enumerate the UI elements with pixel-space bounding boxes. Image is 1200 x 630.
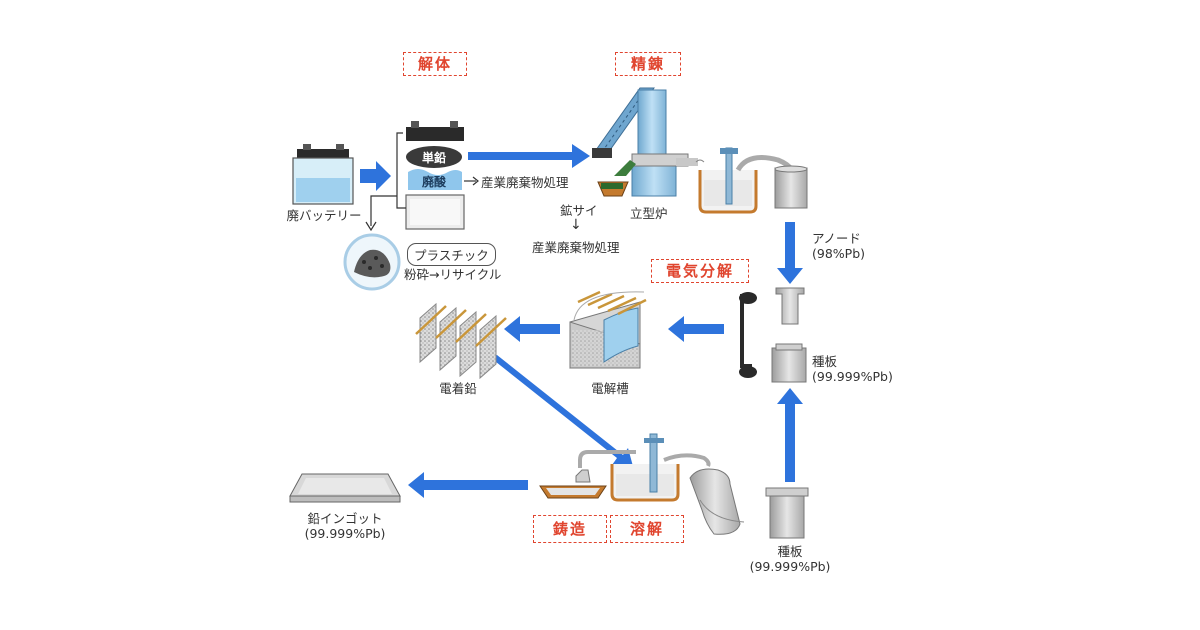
anode-melting-pot: [698, 147, 808, 214]
flow-arrows: [360, 144, 803, 498]
step-casting: 鋳造: [533, 515, 607, 543]
vertical-furnace-label: 立型炉: [630, 206, 668, 221]
arrow-to-electrolytic-cell: [668, 316, 724, 342]
seed-plate-top-label: 種板: [812, 354, 838, 369]
plastic-label: プラスチック: [407, 243, 496, 266]
seed-plate-sheet-illustration: [689, 468, 809, 539]
waste-acid-label: 廃酸: [421, 175, 446, 189]
step-melting: 溶解: [610, 515, 684, 543]
anode-label: アノード: [812, 231, 861, 246]
anode-purity-label: (98%Pb): [812, 246, 866, 261]
lead-ingot-illustration: [289, 473, 401, 503]
waste-battery-illustration: [292, 144, 354, 205]
single-lead-label: 単鉛: [421, 151, 446, 165]
arrow-lead-to-furnace: [468, 144, 590, 168]
seed-plate-top-purity-label: (99.999%Pb): [812, 369, 893, 384]
arrow-anode-down: [777, 222, 803, 284]
lead-ingot-label: 鉛インゴット: [307, 511, 383, 526]
seed-plate-bottom-purity-label: (99.999%Pb): [749, 559, 831, 574]
step-dismantle: 解体: [403, 52, 467, 76]
crushed-plastic-illustration: [343, 233, 401, 291]
electrolytic-cell-label: 電解槽: [591, 381, 629, 396]
casting-mold-illustration: [539, 469, 607, 499]
waste-battery-label: 廃バッテリー: [286, 208, 362, 223]
electrodeposited-lead-illustration: [415, 302, 507, 380]
seed-plate-bottom-label: 種板: [777, 544, 803, 559]
anode-and-seed-plates: [739, 287, 807, 383]
dismantled-parts: [365, 121, 479, 232]
industrial-waste-label-2: 産業廃棄物処理: [532, 240, 620, 255]
slag-label: 鉱サイ: [560, 203, 598, 218]
electrodeposited-lead-label: 電着鉛: [439, 381, 477, 396]
crush-recycle-label: 粉砕→リサイクル: [404, 267, 502, 282]
lead-ingot-purity-label: (99.999%Pb): [304, 526, 386, 541]
electrolytic-cell-illustration: [569, 290, 647, 369]
industrial-waste-label-1: 産業廃棄物処理: [481, 175, 569, 190]
arrow-to-electrodeposited-lead: [504, 316, 560, 342]
step-refine: 精錬: [615, 52, 681, 76]
down-arrow-glyph: ↓: [570, 217, 582, 233]
arrow-diagonal-to-melt: [491, 355, 634, 470]
step-electrolysis: 電気分解: [651, 259, 749, 283]
arrow-to-ingot: [408, 472, 528, 498]
vertical-furnace-illustration: [592, 87, 705, 197]
melting-pot-illustration: [578, 433, 711, 502]
arrow-battery-to-dismantle: [360, 161, 391, 191]
arrow-seed-plate-up: [777, 388, 803, 482]
